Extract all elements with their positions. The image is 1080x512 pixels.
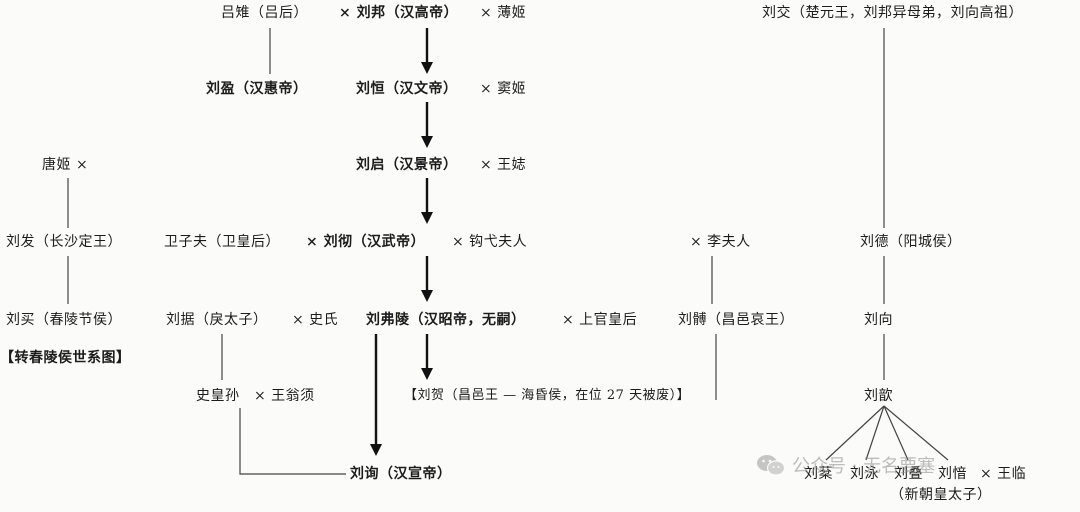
node-xinchao-huangtaizi: （新朝皇太子） <box>890 487 992 503</box>
node-liu-ying: 刘盈（汉惠帝） <box>206 81 308 97</box>
node-shangguan-huanghou: × 上官皇后 <box>562 312 638 328</box>
node-shi-huangsun: 史皇孙 <box>196 388 240 404</box>
arrow-liufuling-liuhe <box>421 334 433 380</box>
note-chunling: 【转春陵侯世系图】 <box>0 350 131 366</box>
node-liu-ju: 刘据（戾太子） <box>166 312 268 328</box>
node-li-furen: × 李夫人 <box>690 234 751 250</box>
node-liu-xin: 刘歆 <box>864 388 893 404</box>
line-wangwengxu-liuxun <box>239 408 346 475</box>
watermark: 公众号 · 无名要塞 <box>756 452 935 478</box>
arrow-liufuling-liuxun <box>370 334 382 456</box>
node-liu-die: 刘叠 <box>894 466 923 482</box>
node-liu-bang: × 刘邦（汉高帝） <box>339 5 459 21</box>
node-shi-shi: × 史氏 <box>292 312 339 328</box>
node-liu-fuling: 刘弗陵（汉昭帝，无嗣） <box>366 312 526 328</box>
node-liu-fen: 刘棻 <box>804 466 833 482</box>
node-liu-bo: 刘髆（昌邑哀王） <box>678 312 794 328</box>
arrow-liuheng-liuqi <box>421 102 433 148</box>
arrow-liuche-liufuling <box>421 256 433 302</box>
line-liuxin-liufen <box>825 405 885 461</box>
node-wang-wengxu: × 王翁须 <box>254 388 315 404</box>
node-liu-fa: 刘发（长沙定王） <box>6 234 122 250</box>
node-liu-he: 【刘贺（昌邑王 — 海昏侯，在位 27 天被废）】 <box>404 388 691 403</box>
node-liu-xun: 刘询（汉宣帝） <box>350 466 452 482</box>
node-liu-mai: 刘买（春陵节侯） <box>6 312 122 328</box>
node-tang-ji: 唐姬 × <box>42 157 89 173</box>
arrow-liubang-liuheng <box>421 28 433 74</box>
line-liuxin-liuyin <box>883 405 949 461</box>
watermark-text: 公众号 · 无名要塞 <box>792 456 936 477</box>
node-liu-jiao: 刘交（楚元王，刘邦异母弟，刘向高祖） <box>762 5 1023 21</box>
node-liu-heng: 刘恒（汉文帝） <box>356 81 458 97</box>
node-liu-che: × 刘彻（汉武帝） <box>306 234 426 250</box>
node-liu-qi: 刘启（汉景帝） <box>356 157 458 173</box>
node-wang-zhi: × 王娡 <box>480 157 527 173</box>
node-liu-yin: 刘愔 <box>938 466 967 482</box>
node-wei-zifu: 卫子夫（卫皇后） <box>164 234 280 250</box>
node-liu-xiang: 刘向 <box>864 312 893 328</box>
arrow-liuqi-liuche <box>421 178 433 224</box>
node-dou-ji: × 窦姬 <box>480 81 527 97</box>
node-liu-de: 刘德（阳城侯） <box>860 234 962 250</box>
node-wang-lin: × 王临 <box>980 466 1027 482</box>
wechat-icon <box>756 453 786 477</box>
line-liuxin-liudie <box>883 405 909 461</box>
node-liu-yong: 刘泳 <box>850 466 879 482</box>
node-lv-zhi: 吕雉（吕后） <box>221 5 308 21</box>
node-bo-ji: × 薄姬 <box>480 5 527 21</box>
node-gouyi-furen: × 钩弋夫人 <box>452 234 528 250</box>
line-liuxin-liuyong <box>865 405 885 461</box>
